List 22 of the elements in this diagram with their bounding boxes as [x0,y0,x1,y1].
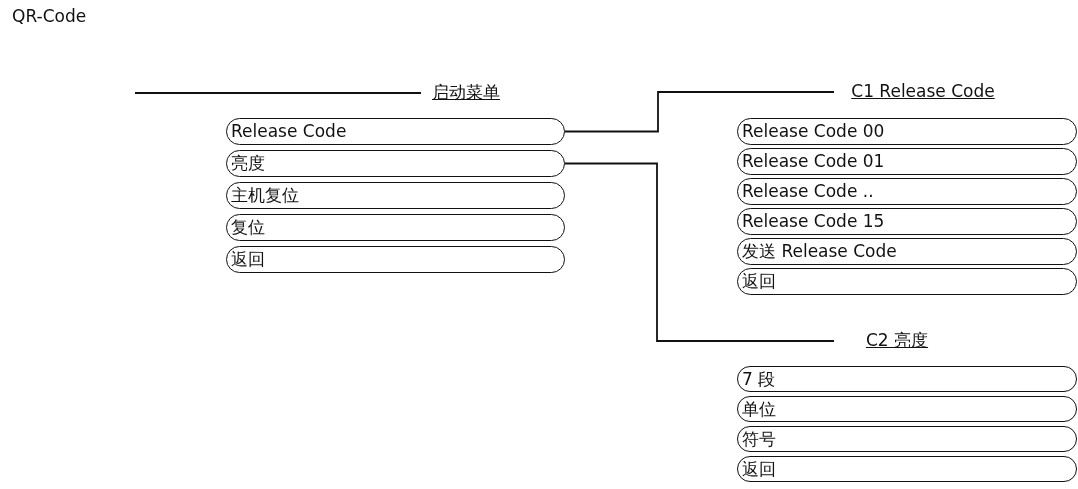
menu-item: 亮度 [226,150,565,177]
menu-item: Release Code .. [737,178,1077,205]
menu-heading: C2 亮度 [838,328,956,354]
connector-line [564,91,835,133]
menu-item: 单位 [737,396,1077,422]
menu-item: Release Code 00 [737,118,1077,145]
menu-item: Release Code 15 [737,208,1077,235]
menu-heading: 启动菜单 [425,80,507,106]
connector-line [134,92,422,94]
menu-item: 7 段 [737,366,1077,392]
menu-item: 发送 Release Code [737,238,1077,265]
menu-item: 返回 [226,246,565,273]
menu-item: 返回 [737,456,1077,482]
menu-item: Release Code [226,118,565,145]
menu-item: 符号 [737,426,1077,452]
caption-label: QR-Code [12,6,87,26]
connector-line [564,162,835,342]
menu-item: 复位 [226,214,565,241]
menu-item: 主机复位 [226,182,565,209]
menu-item: Release Code 01 [737,148,1077,175]
menu-heading: C1 Release Code [838,79,1008,105]
menu-item: 返回 [737,268,1077,295]
